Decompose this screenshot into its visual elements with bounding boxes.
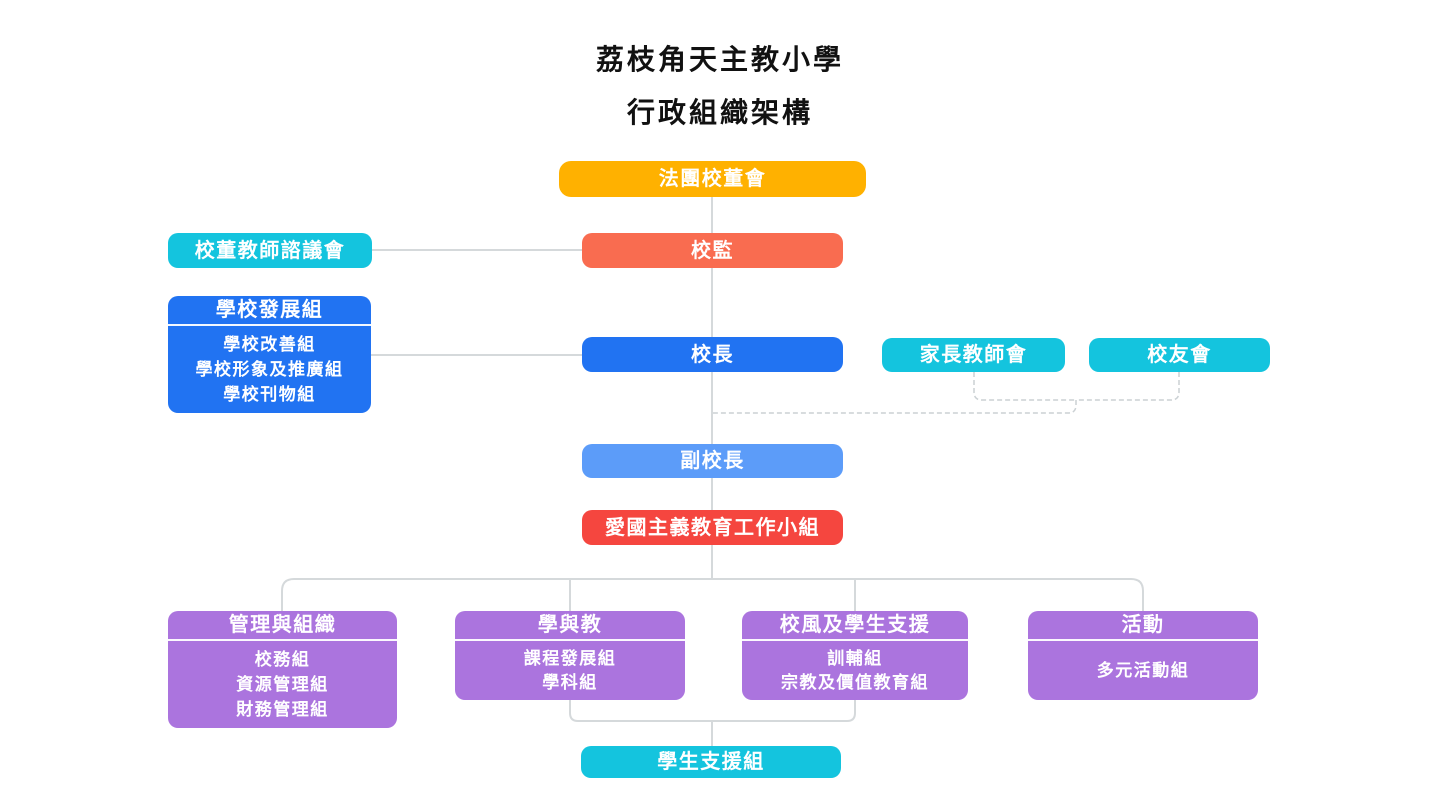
node-school-development-header: 學校發展組 — [215, 299, 324, 321]
node-school-development-item: 學校刊物組 — [223, 385, 316, 404]
node-school-development-item: 學校形象及推廣組 — [195, 360, 344, 379]
divider — [742, 639, 968, 641]
node-dept-activities-header: 活動 — [1121, 614, 1165, 636]
node-dept-management-item: 校務組 — [254, 650, 311, 669]
divider — [455, 639, 685, 641]
node-school-development: 學校發展組 學校改善組 學校形象及推廣組 學校刊物組 — [168, 296, 371, 413]
page-title-line2: 行政組織架構 — [626, 97, 813, 128]
node-dept-learning-teaching-item: 學科組 — [542, 673, 598, 692]
connector-branch-bar — [281, 578, 1144, 611]
connector-learning-studentsupport — [569, 700, 712, 722]
node-school-development-body: 學校改善組 學校形象及推廣組 學校刊物組 — [168, 326, 371, 413]
node-dept-management: 管理與組織 校務組 資源管理組 財務管理組 — [168, 611, 397, 728]
node-dept-management-item: 財務管理組 — [236, 700, 329, 719]
node-board-label: 法團校董會 — [658, 168, 767, 190]
node-student-support: 學生支援組 — [581, 746, 841, 778]
connector-dashed-merge-trunk — [713, 400, 1077, 414]
divider — [168, 324, 371, 326]
node-alumni: 校友會 — [1089, 338, 1270, 372]
node-dept-activities: 活動 多元活動組 — [1028, 611, 1258, 700]
node-dept-ethos-support-item: 訓輔組 — [827, 649, 883, 668]
page-title: 荔枝角天主教小學 行政組織架構 — [0, 33, 1440, 139]
node-dept-ethos-support-item: 宗教及價值教育組 — [781, 673, 929, 692]
node-pta-label: 家長教師會 — [919, 344, 1028, 366]
divider — [168, 639, 397, 641]
node-dept-ethos-support-body: 訓輔組 宗教及價值教育組 — [742, 641, 968, 700]
node-school-development-item: 學校改善組 — [223, 335, 316, 354]
page-title-line1: 荔枝角天主教小學 — [595, 44, 844, 75]
node-dept-management-header: 管理與組織 — [228, 614, 337, 636]
node-advisory-council-label: 校董教師諮議會 — [194, 239, 346, 262]
node-dept-ethos-support-header: 校風及學生支援 — [779, 614, 931, 636]
node-dept-activities-body: 多元活動組 — [1028, 641, 1258, 700]
divider — [1028, 639, 1258, 641]
node-principal-label: 校長 — [691, 343, 734, 366]
node-supervisor: 校監 — [582, 233, 843, 268]
node-supervisor-label: 校監 — [691, 239, 734, 262]
connector-dashed-alumni — [1076, 372, 1180, 401]
node-vice-principal-label: 副校長 — [680, 450, 745, 472]
node-dept-ethos-support: 校風及學生支援 訓輔組 宗教及價值教育組 — [742, 611, 968, 700]
node-alumni-label: 校友會 — [1147, 344, 1212, 366]
node-patriotic-education: 愛國主義教育工作小組 — [582, 510, 843, 545]
node-board: 法團校董會 — [559, 161, 866, 197]
node-dept-management-body: 校務組 資源管理組 財務管理組 — [168, 641, 397, 728]
node-vice-principal: 副校長 — [582, 444, 843, 478]
node-principal: 校長 — [582, 337, 843, 372]
connector-ethos-studentsupport — [712, 700, 856, 722]
node-dept-management-item: 資源管理組 — [236, 675, 329, 694]
node-dept-learning-teaching: 學與教 課程發展組 學科組 — [455, 611, 685, 700]
node-advisory-council: 校董教師諮議會 — [168, 233, 372, 268]
node-dept-learning-teaching-item: 課程發展組 — [523, 649, 617, 668]
node-dept-learning-teaching-body: 課程發展組 學科組 — [455, 641, 685, 700]
node-pta: 家長教師會 — [882, 338, 1065, 372]
node-patriotic-education-label: 愛國主義教育工作小組 — [605, 516, 820, 539]
connector-dashed-pta — [973, 372, 1076, 401]
node-dept-learning-teaching-header: 學與教 — [537, 614, 603, 636]
node-dept-activities-item: 多元活動組 — [1096, 661, 1190, 680]
node-student-support-label: 學生支援組 — [657, 751, 765, 773]
